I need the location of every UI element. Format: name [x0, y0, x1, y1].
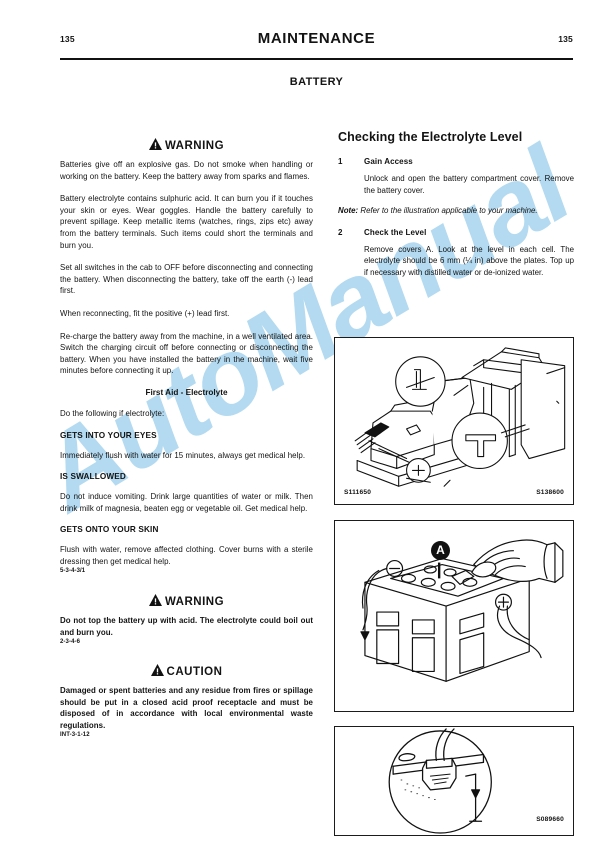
figure-battery-compartment: S111650 S138600 — [334, 337, 574, 505]
step-number: 2 — [338, 227, 343, 237]
page-title: MAINTENANCE — [257, 30, 376, 47]
procedure-title: Checking the Electrolyte Level — [338, 130, 523, 144]
warning-paragraph: Set all switches in the cab to OFF befor… — [60, 263, 313, 296]
right-column: Checking the Electrolyte Level 1 Gain Ac… — [338, 130, 574, 288]
first-aid-heading: First Aid - Electrolyte — [145, 387, 228, 397]
figure-code: S089660 — [536, 816, 564, 823]
figure-battery-covers: A — [334, 520, 574, 712]
warning-text-2: Do not top the battery up with acid. The… — [60, 616, 313, 637]
figure-electrolyte-level-detail: S089660 — [334, 726, 574, 836]
step-title: Gain Access — [364, 157, 413, 166]
step-number: 1 — [338, 157, 343, 166]
warning-paragraph: Re-charge the battery away from the mach… — [60, 331, 313, 376]
figure-1-illustration — [354, 347, 566, 487]
page-number-left: 135 — [60, 34, 75, 44]
warning-paragraph: Batteries give off an explosive gas. Do … — [60, 160, 313, 181]
page-header: 135 MAINTENANCE 135 — [60, 30, 573, 56]
figure-3-illustration — [388, 728, 492, 834]
section-title: BATTERY — [289, 76, 344, 88]
warning-triangle-icon — [148, 138, 162, 153]
step-text: Remove covers A. Look at the level in ea… — [364, 244, 574, 277]
note-text: Refer to the illustration applicable to … — [358, 206, 538, 216]
reference-code: 2-3-4-6 — [60, 639, 81, 646]
warning-label-2: WARNING — [164, 596, 225, 609]
left-column: WARNING Batteries give off an explosive … — [60, 138, 313, 738]
caution-heading: CAUTION — [60, 664, 313, 679]
figure-code: S111650 — [344, 489, 372, 496]
warning-triangle-icon — [148, 594, 162, 609]
caution-triangle-icon — [150, 664, 164, 679]
first-aid-swallowed-text: Do not induce vomiting. Drink large quan… — [60, 492, 313, 513]
reference-code: INT-3-1-12 — [60, 731, 90, 738]
page-number-right: 135 — [558, 34, 573, 44]
first-aid-eyes-text: Immediately flush with water for 15 minu… — [60, 450, 306, 460]
figure-2-illustration — [360, 539, 564, 682]
first-aid-skin-heading: GETS ONTO YOUR SKIN — [60, 525, 159, 535]
warning-paragraph: Battery electrolyte contains sulphuric a… — [60, 194, 313, 250]
callout-a: A — [431, 541, 450, 560]
step-1: 1 Gain Access Unlock and open the batter… — [338, 157, 574, 196]
first-aid-swallowed-heading: IS SWALLOWED — [60, 472, 126, 482]
step-2: 2 Check the Level Remove covers A. Look … — [338, 228, 574, 279]
header-divider — [60, 58, 573, 61]
step-text: Unlock and open the battery compartment … — [364, 174, 574, 195]
figure-code: S138600 — [536, 489, 564, 496]
step-title: Check the Level — [364, 227, 427, 237]
caution-text: Damaged or spent batteries and any resid… — [60, 686, 313, 730]
warning-heading-2: WARNING — [60, 594, 313, 609]
first-aid-skin-text: Flush with water, remove affected clothi… — [60, 545, 313, 566]
caution-label: CAUTION — [166, 666, 223, 679]
reference-code: 5-3-4-3/1 — [60, 568, 86, 575]
note: Note: Refer to the illustration applicab… — [338, 205, 574, 217]
first-aid-intro: Do the following if electrolyte: — [60, 408, 165, 418]
warning-paragraph: When reconnecting, fit the positive (+) … — [60, 308, 230, 318]
warning-heading-1: WARNING — [60, 138, 313, 153]
warning-label-1: WARNING — [164, 140, 225, 152]
note-label: Note: — [338, 206, 359, 216]
first-aid-eyes-heading: GETS INTO YOUR EYES — [60, 430, 157, 440]
